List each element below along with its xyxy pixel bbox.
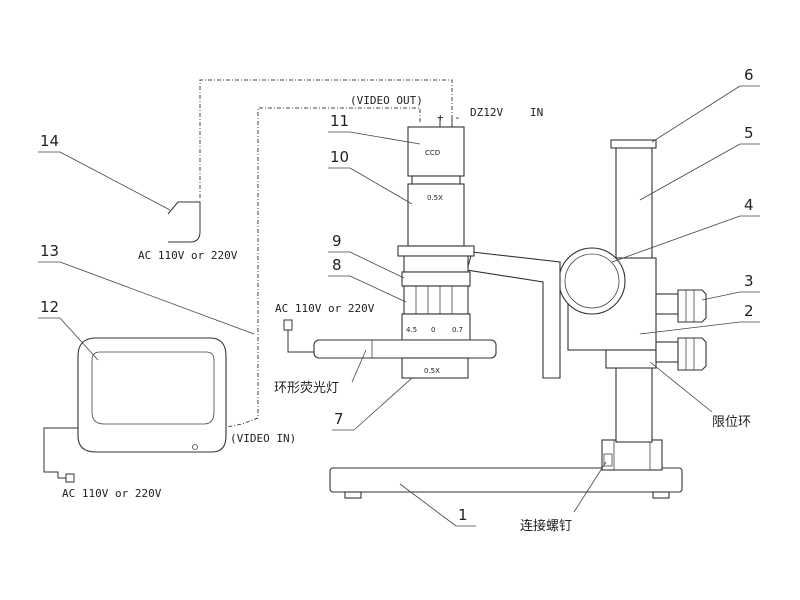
callout-8: 8 [332, 256, 342, 274]
limit-ring-label: 限位环 [712, 415, 751, 430]
video-in-label: (VIDEO IN) [230, 432, 296, 445]
monitor: AC 110V or 220V (VIDEO IN) [43, 337, 296, 500]
wiring [199, 79, 453, 431]
callout-11: 11 [330, 112, 349, 130]
scale-07: 0.7 [452, 326, 463, 334]
minus-sign: - [454, 111, 461, 124]
callout-9: 9 [332, 232, 342, 250]
callout-5: 5 [744, 124, 754, 142]
video-out-label: (VIDEO OUT) [350, 94, 423, 107]
callout-7: 7 [334, 410, 344, 428]
plus-sign: + [437, 111, 444, 124]
in-label: IN [530, 106, 543, 119]
ring-light-label: 环形荧光灯 [274, 381, 339, 396]
ac-label-ringlight: AC 110V or 220V [275, 302, 375, 315]
ccd-label: CCD [425, 149, 440, 157]
ac-label-adapter: AC 110V or 220V [138, 249, 238, 262]
callout-13: 13 [40, 242, 59, 260]
power-adapter: AC 110V or 220V [138, 201, 238, 262]
leader-lines [38, 85, 760, 527]
scale-0: 0 [431, 326, 435, 334]
callout-14: 14 [40, 132, 59, 150]
scale-45: 4.5 [406, 326, 417, 334]
callout-numbers: 14 13 12 11 10 9 8 7 6 5 4 3 2 1 [40, 66, 754, 524]
focus-block [558, 247, 707, 371]
connect-screw-label: 连接螺钉 [520, 518, 572, 534]
callout-1: 1 [458, 506, 468, 524]
ac-label-monitor: AC 110V or 220V [62, 487, 162, 500]
callout-4: 4 [744, 196, 754, 214]
callout-6: 6 [744, 66, 754, 84]
base-plate [329, 439, 683, 499]
callout-12: 12 [40, 298, 59, 316]
callout-2: 2 [744, 302, 754, 320]
callout-10: 10 [330, 148, 349, 166]
adapter-05x-label: 0.5X [427, 194, 443, 202]
callout-3: 3 [744, 272, 754, 290]
lens-arm [466, 251, 561, 379]
optical-column: CCD + - 0.5X 4.5 0 0.7 0.5X AC 110 [275, 111, 497, 379]
dz12v-label: DZ12V [470, 106, 503, 119]
objective-05x-label: 0.5X [424, 367, 440, 375]
